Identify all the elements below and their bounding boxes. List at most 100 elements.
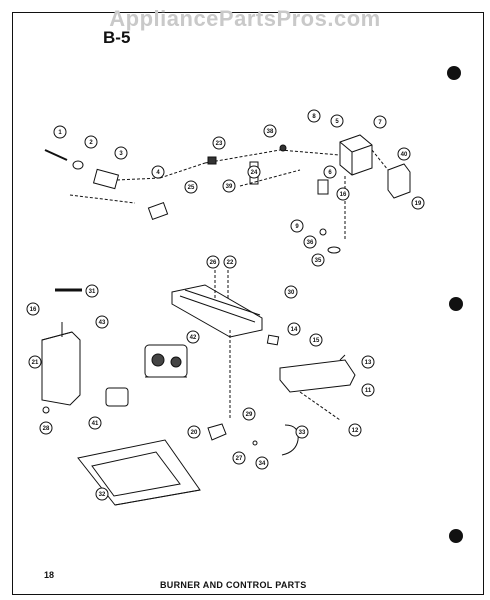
callout-label: 22	[227, 260, 234, 266]
junction-box	[317, 134, 411, 254]
callout-circle	[348, 423, 362, 437]
callout-circle	[242, 407, 256, 421]
callout-28: 28	[39, 421, 53, 435]
callout-41: 41	[88, 416, 102, 430]
callout-label: 43	[99, 320, 106, 326]
callout-label: 25	[188, 185, 195, 191]
callout-35: 35	[311, 253, 325, 267]
callout-label: 36	[307, 240, 314, 246]
bracket-assembly	[41, 288, 129, 414]
callout-circle	[95, 315, 109, 329]
callout-circle	[290, 219, 304, 233]
callout-circle	[212, 136, 226, 150]
diagram-caption: BURNER AND CONTROL PARTS	[160, 580, 307, 590]
callout-circle	[186, 330, 200, 344]
callout-circle	[311, 253, 325, 267]
callout-26: 26	[206, 255, 220, 269]
callout-circle	[263, 124, 277, 138]
callout-label: 29	[246, 412, 253, 418]
callout-label: 33	[299, 430, 306, 436]
watermark: AppliancePartsPros.com	[109, 6, 381, 31]
callout-label: 27	[236, 456, 243, 462]
callout-label: 7	[378, 120, 382, 126]
callout-circle	[85, 284, 99, 298]
gas-valve	[144, 344, 188, 378]
callout-circle	[247, 165, 261, 179]
callout-12: 12	[348, 423, 362, 437]
callout-label: 32	[99, 492, 106, 498]
callout-circle	[330, 114, 344, 128]
callout-circle	[361, 355, 375, 369]
callout-13: 13	[361, 355, 375, 369]
callout-label: 1	[58, 130, 62, 136]
callout-label: 20	[191, 430, 198, 436]
callout-24: 24	[247, 165, 261, 179]
callout-label: 2	[89, 140, 93, 146]
callout-16: 16	[336, 187, 350, 201]
callout-label: 15	[313, 338, 320, 344]
callout-42: 42	[186, 330, 200, 344]
callout-36: 36	[303, 235, 317, 249]
callout-label: 31	[89, 289, 96, 295]
callout-4: 4	[151, 165, 165, 179]
callout-label: 35	[315, 258, 322, 264]
callout-40: 40	[397, 147, 411, 161]
callout-43: 43	[95, 315, 109, 329]
callout-circle	[303, 235, 317, 249]
callout-label: 26	[210, 260, 217, 266]
callout-2: 2	[84, 135, 98, 149]
callout-5: 5	[330, 114, 344, 128]
callout-19: 19	[411, 196, 425, 210]
callout-label: 9	[295, 224, 299, 230]
callout-label: 3	[119, 151, 123, 157]
callout-25: 25	[184, 180, 198, 194]
callout-circle	[39, 421, 53, 435]
callout-11: 11	[361, 383, 375, 397]
callout-circle	[307, 109, 321, 123]
callout-circle	[284, 285, 298, 299]
callout-9: 9	[290, 219, 304, 233]
callout-8: 8	[307, 109, 321, 123]
callout-34: 34	[255, 456, 269, 470]
callout-circle	[84, 135, 98, 149]
callout-38: 38	[263, 124, 277, 138]
callout-circle	[309, 333, 323, 347]
callout-label: 19	[415, 201, 422, 207]
callout-label: 8	[312, 114, 316, 120]
callout-circle	[373, 115, 387, 129]
callout-label: 6	[328, 170, 332, 176]
pilot-assembly	[207, 423, 299, 456]
callout-label: 38	[267, 129, 274, 135]
callout-label: 24	[251, 170, 258, 176]
callout-33: 33	[295, 425, 309, 439]
callout-20: 20	[187, 425, 201, 439]
callout-circle	[151, 165, 165, 179]
callout-circle	[232, 451, 246, 465]
callout-circle	[26, 302, 40, 316]
callout-circle	[323, 165, 337, 179]
callout-label: 16	[30, 307, 37, 313]
callout-29: 29	[242, 407, 256, 421]
callout-label: 23	[216, 141, 223, 147]
callout-circle	[336, 187, 350, 201]
callout-label: 21	[32, 360, 39, 366]
callout-label: 13	[365, 360, 372, 366]
callout-3: 3	[114, 146, 128, 160]
callout-label: 14	[291, 327, 298, 333]
callout-circle	[184, 180, 198, 194]
callout-15: 15	[309, 333, 323, 347]
callout-circle	[114, 146, 128, 160]
gas-line-assembly	[44, 144, 341, 221]
callout-circle	[95, 487, 109, 501]
page-number: 18	[44, 570, 55, 580]
callout-7: 7	[373, 115, 387, 129]
callout-circle	[222, 179, 236, 193]
callout-label: 40	[401, 152, 408, 158]
callout-label: 41	[92, 421, 99, 427]
callout-label: 11	[365, 388, 372, 394]
callout-circle	[187, 425, 201, 439]
callout-16: 16	[26, 302, 40, 316]
